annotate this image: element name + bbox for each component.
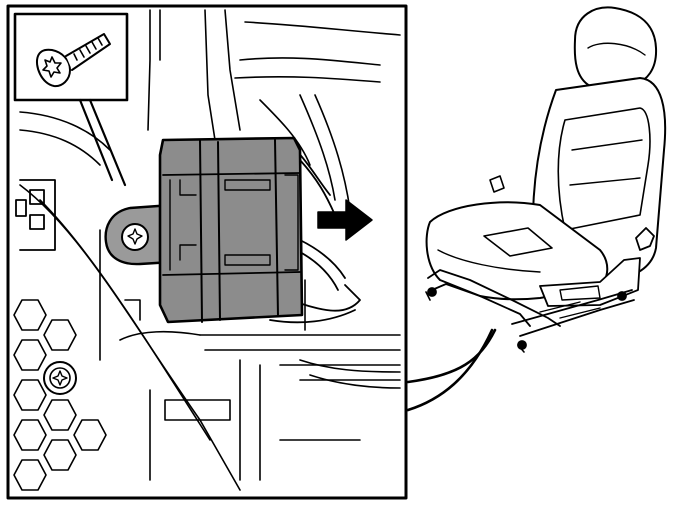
control-module xyxy=(158,136,304,324)
callout-connector xyxy=(406,328,494,412)
inset-leader-line xyxy=(88,98,127,187)
bracket-tab xyxy=(29,189,45,205)
recline-knob-icon xyxy=(635,227,655,251)
bracket-tab xyxy=(29,214,45,230)
direction-arrow-icon xyxy=(317,199,373,241)
car-seat-icon xyxy=(425,6,667,353)
bracket-clip xyxy=(15,199,27,217)
detail-view xyxy=(6,4,408,500)
torx-head-icon xyxy=(127,228,143,245)
inset-leader-line xyxy=(78,98,114,182)
panel-screw-icon xyxy=(43,361,77,395)
background-structure xyxy=(19,9,401,491)
honeycomb-panel xyxy=(13,299,107,491)
left-bracket xyxy=(15,179,56,251)
seat-rails xyxy=(425,269,635,353)
detail-frame xyxy=(6,4,408,500)
mounting-ear xyxy=(104,203,174,266)
torx-screw-icon xyxy=(36,33,111,88)
callout-connector xyxy=(406,328,497,384)
screw-inset xyxy=(13,12,129,187)
seat-headrest xyxy=(573,6,658,87)
